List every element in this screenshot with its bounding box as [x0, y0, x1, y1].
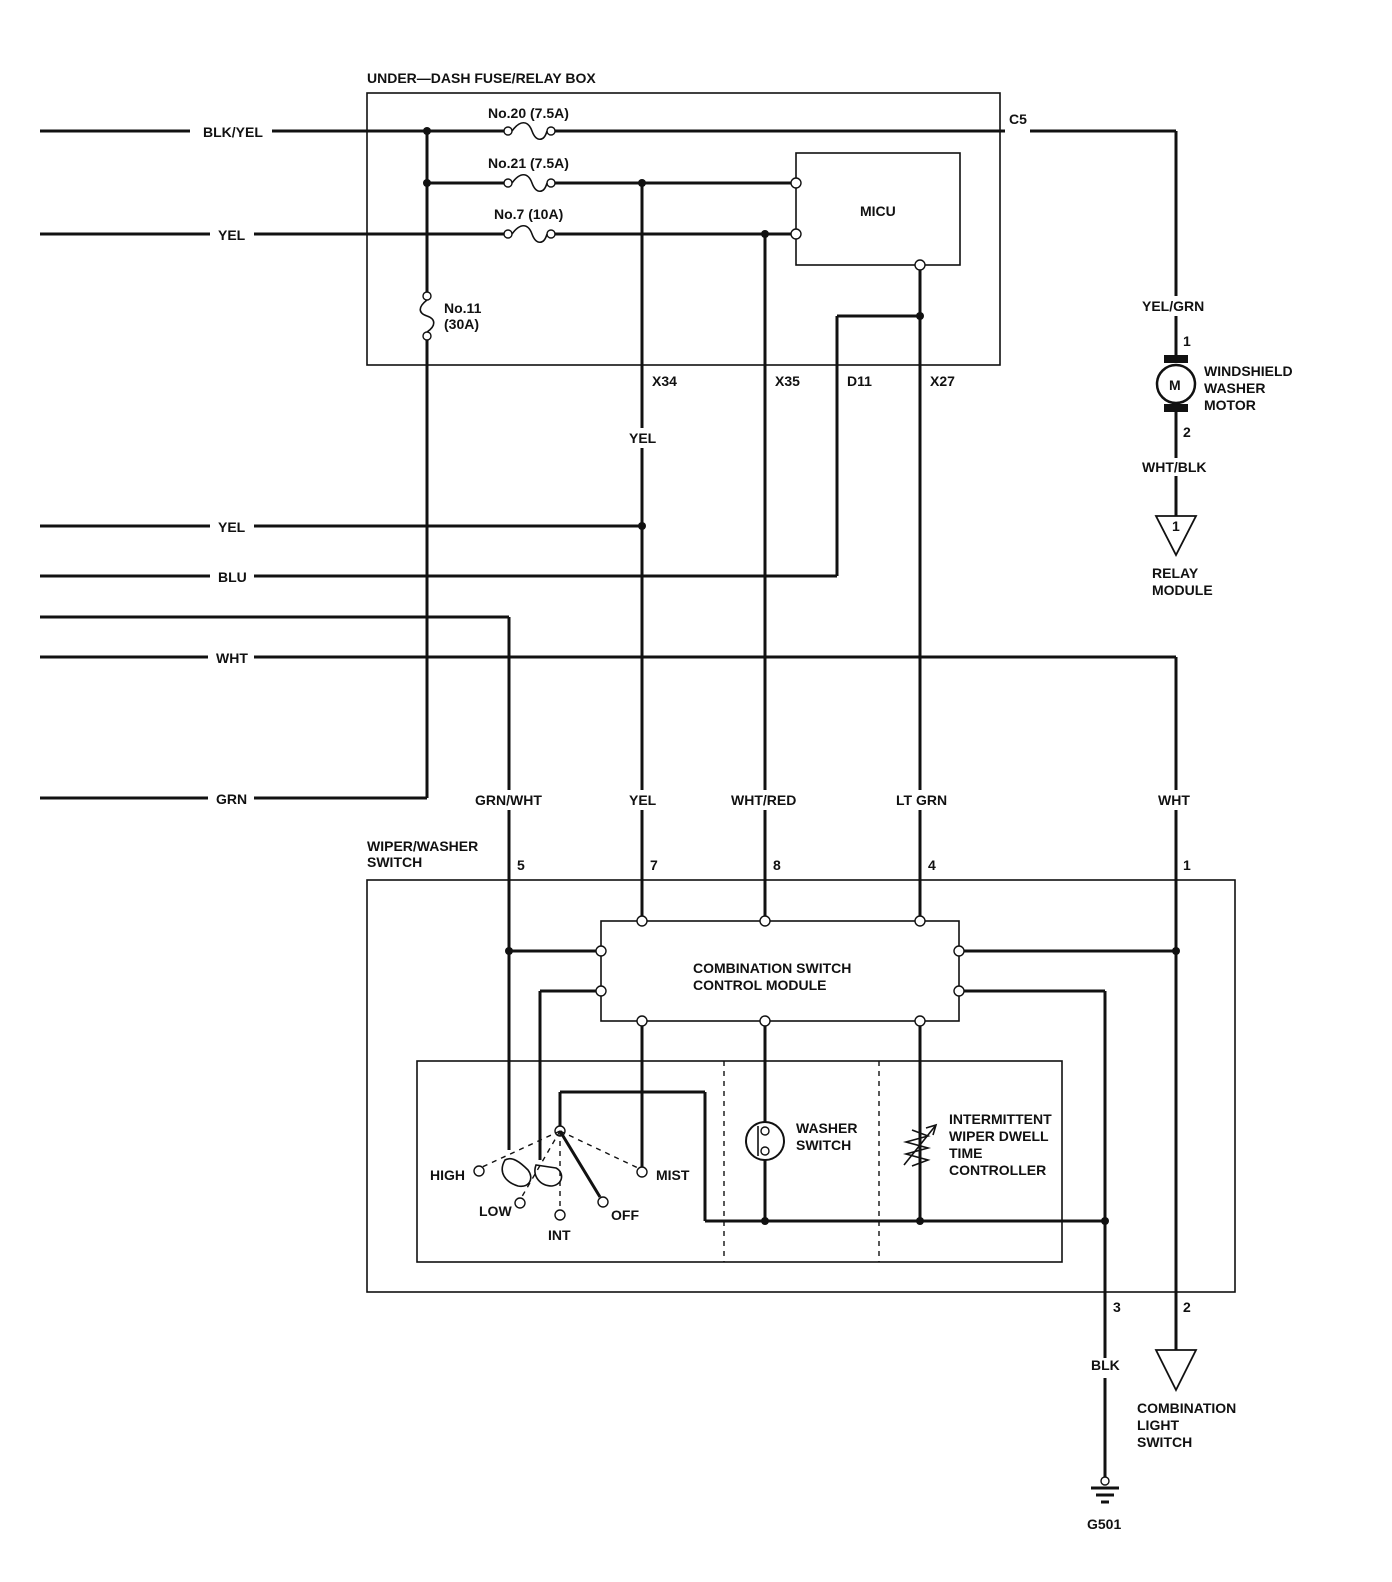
connector-d11: D11	[847, 373, 872, 389]
intermittent-label-3: TIME	[949, 1145, 982, 1161]
motor-pin-2: 2	[1183, 424, 1191, 440]
wire-label-wht-left: WHT	[216, 650, 248, 666]
switch-inner-panel	[416, 1060, 1063, 1263]
pin-7: 7	[650, 857, 658, 873]
washer-switch	[745, 1121, 785, 1161]
wire-label-yel-mid: YEL	[218, 519, 246, 535]
light-switch-label-2: LIGHT	[1137, 1417, 1179, 1433]
pin-5: 5	[517, 857, 525, 873]
wire-label-yel-grn: YEL/GRN	[1142, 298, 1204, 314]
fuse-no11-label-2: (30A)	[444, 316, 479, 332]
motor-symbol: M	[1169, 377, 1181, 393]
connector-x34: X34	[652, 373, 677, 389]
module-label-1: COMBINATION SWITCH	[693, 960, 851, 976]
intermittent-label-2: WIPER DWELL	[949, 1128, 1049, 1144]
position-int: INT	[548, 1227, 571, 1243]
light-switch-label-1: COMBINATION	[1137, 1400, 1236, 1416]
ground-label: G501	[1087, 1516, 1121, 1532]
wire-label-blu: BLU	[218, 569, 247, 585]
relay-module-triangle	[1154, 515, 1198, 557]
connector-x35: X35	[775, 373, 800, 389]
position-mist: MIST	[656, 1167, 690, 1183]
fuse-no7	[503, 224, 556, 244]
windshield-washer-motor: M	[1155, 355, 1197, 412]
fuse-relay-box-title: UNDER—DASH FUSE/RELAY BOX	[367, 70, 596, 86]
pin-8: 8	[773, 857, 781, 873]
wire-label-wht-right: WHT	[1158, 792, 1190, 808]
combination-switch-control-module	[600, 920, 960, 1022]
micu-label: MICU	[860, 203, 896, 219]
fuse-no11-label-1: No.11	[444, 300, 482, 316]
combination-light-switch-triangle	[1154, 1349, 1198, 1393]
wire-label-lt-grn: LT GRN	[896, 792, 947, 808]
switch-title-2: SWITCH	[367, 854, 422, 870]
wiper-rotary-switch	[473, 1125, 648, 1221]
wire-label-blk: BLK	[1091, 1357, 1120, 1373]
position-off: OFF	[611, 1207, 639, 1223]
wire-label-wht-red: WHT/RED	[731, 792, 796, 808]
fuse-no20	[503, 121, 556, 141]
intermittent-label-4: CONTROLLER	[949, 1162, 1046, 1178]
fuse-no21	[503, 173, 556, 193]
wiper-washer-switch-box	[366, 879, 1236, 1293]
pin-3: 3	[1113, 1299, 1121, 1315]
micu-box	[795, 152, 961, 266]
relay-module-pin: 1	[1172, 518, 1180, 534]
position-high: HIGH	[430, 1167, 465, 1183]
fuse-no11	[419, 291, 435, 341]
module-label-2: CONTROL MODULE	[693, 977, 827, 993]
pin-1: 1	[1183, 857, 1191, 873]
connector-c5: C5	[1009, 111, 1027, 127]
position-low: LOW	[479, 1203, 512, 1219]
motor-label-3: MOTOR	[1204, 397, 1256, 413]
wire-label-grn-wht: GRN/WHT	[475, 792, 542, 808]
wire-label-grn: GRN	[216, 791, 247, 807]
wire-label-yel-bottom: YEL	[629, 792, 657, 808]
motor-label-2: WASHER	[1204, 380, 1265, 396]
relay-module-label-1: RELAY	[1152, 565, 1199, 581]
switch-title-1: WIPER/WASHER	[367, 838, 478, 854]
pin-4: 4	[928, 857, 936, 873]
light-switch-label-3: SWITCH	[1137, 1434, 1192, 1450]
fuse-relay-box	[366, 92, 1001, 366]
fuse-no20-label: No.20 (7.5A)	[488, 105, 569, 121]
wire-label-blk-yel: BLK/YEL	[203, 124, 263, 140]
fuse-no7-label: No.7 (10A)	[494, 206, 563, 222]
pin-2: 2	[1183, 1299, 1191, 1315]
intermittent-label-1: INTERMITTENT	[949, 1111, 1052, 1127]
intermittent-dwell-controller	[902, 1123, 938, 1167]
motor-label-1: WINDSHIELD	[1204, 363, 1293, 379]
fuse-no21-label: No.21 (7.5A)	[488, 155, 569, 171]
motor-pin-1: 1	[1183, 333, 1191, 349]
washer-switch-label-1: WASHER	[796, 1120, 857, 1136]
ground-g501	[1091, 1476, 1119, 1504]
wire-label-wht-blk: WHT/BLK	[1142, 459, 1207, 475]
relay-module-label-2: MODULE	[1152, 582, 1213, 598]
wire-label-yel-top: YEL	[218, 227, 246, 243]
wire-label-yel-vertical: YEL	[629, 430, 657, 446]
connector-x27: X27	[930, 373, 955, 389]
washer-switch-label-2: SWITCH	[796, 1137, 851, 1153]
